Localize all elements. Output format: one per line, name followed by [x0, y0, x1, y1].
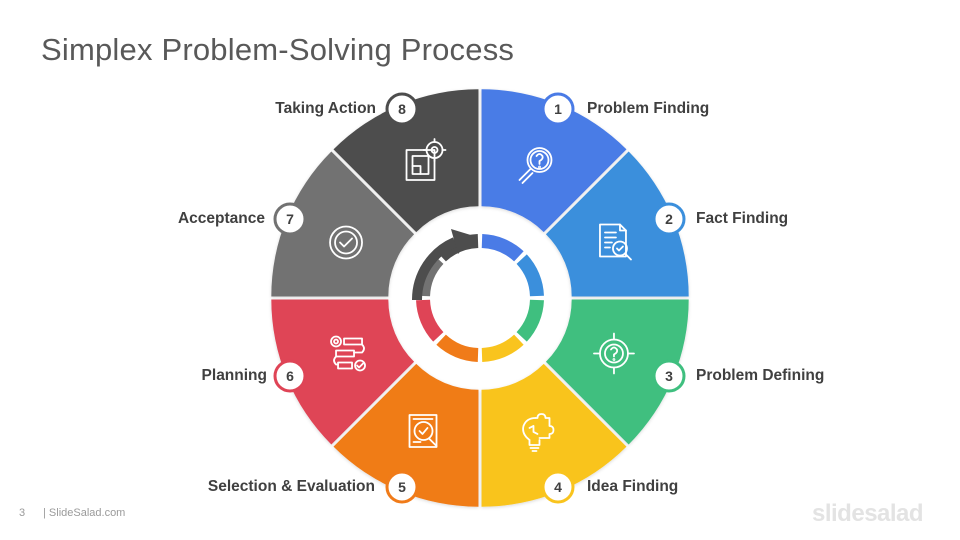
- workflow-plan-icon: [330, 335, 366, 372]
- page-number: 3: [19, 507, 26, 519]
- step-label-2: Fact Finding: [696, 210, 789, 227]
- inner-ring-segment-1: [481, 234, 524, 262]
- step-label-4: Idea Finding: [587, 478, 679, 495]
- step-number-4: 4: [554, 479, 562, 495]
- brand-logo: slidesalad: [812, 500, 924, 527]
- step-badge-6: 6: [273, 359, 307, 393]
- step-badge-5: 5: [385, 470, 419, 504]
- lightbulb-puzzle-icon: [522, 413, 555, 452]
- inner-ring-segment-4: [481, 334, 524, 362]
- step-number-5: 5: [398, 479, 406, 495]
- blueprint-gear-icon: [405, 138, 447, 181]
- step-segment-4: [481, 363, 627, 507]
- footer-site: | SlideSalad.com: [43, 507, 126, 519]
- inner-ring-segment-3: [516, 299, 544, 342]
- step-number-6: 6: [286, 368, 294, 384]
- step-badge-2: 2: [652, 202, 686, 236]
- step-number-8: 8: [398, 101, 406, 117]
- step-number-2: 2: [665, 211, 673, 227]
- step-segment-7: [271, 151, 415, 297]
- magnifier-question-icon: [518, 147, 553, 184]
- step-label-1: Problem Finding: [587, 100, 710, 117]
- step-label-7: Acceptance: [177, 210, 265, 227]
- inner-ring-segment-6: [416, 299, 444, 342]
- step-badge-3: 3: [652, 359, 686, 393]
- step-label-5: Selection & Evaluation: [207, 478, 375, 495]
- step-label-3: Problem Defining: [696, 367, 825, 384]
- step-number-3: 3: [665, 368, 673, 384]
- step-label-6: Planning: [201, 367, 267, 384]
- document-search-icon: [599, 223, 632, 261]
- step-badge-1: 1: [541, 92, 575, 126]
- step-badge-8: 8: [385, 92, 419, 126]
- check-badge-icon: [329, 225, 363, 260]
- step-segment-6: [271, 299, 415, 445]
- center-disc: [433, 251, 527, 345]
- step-segment-1: [481, 89, 627, 233]
- target-question-icon: [593, 332, 635, 375]
- step-label-8: Taking Action: [275, 100, 376, 117]
- step-segment-3: [545, 299, 689, 445]
- document-check-icon: [408, 414, 438, 448]
- step-segment-5: [333, 363, 479, 507]
- circular-arrow-icon: [411, 229, 474, 301]
- step-badge-7: 7: [273, 202, 307, 236]
- step-badge-4: 4: [541, 470, 575, 504]
- inner-ring-segment-5: [436, 334, 479, 362]
- step-number-7: 7: [286, 211, 294, 227]
- page-title: Simplex Problem-Solving Process: [41, 32, 515, 67]
- inner-ring-segment-2: [516, 254, 544, 297]
- step-number-1: 1: [554, 101, 562, 117]
